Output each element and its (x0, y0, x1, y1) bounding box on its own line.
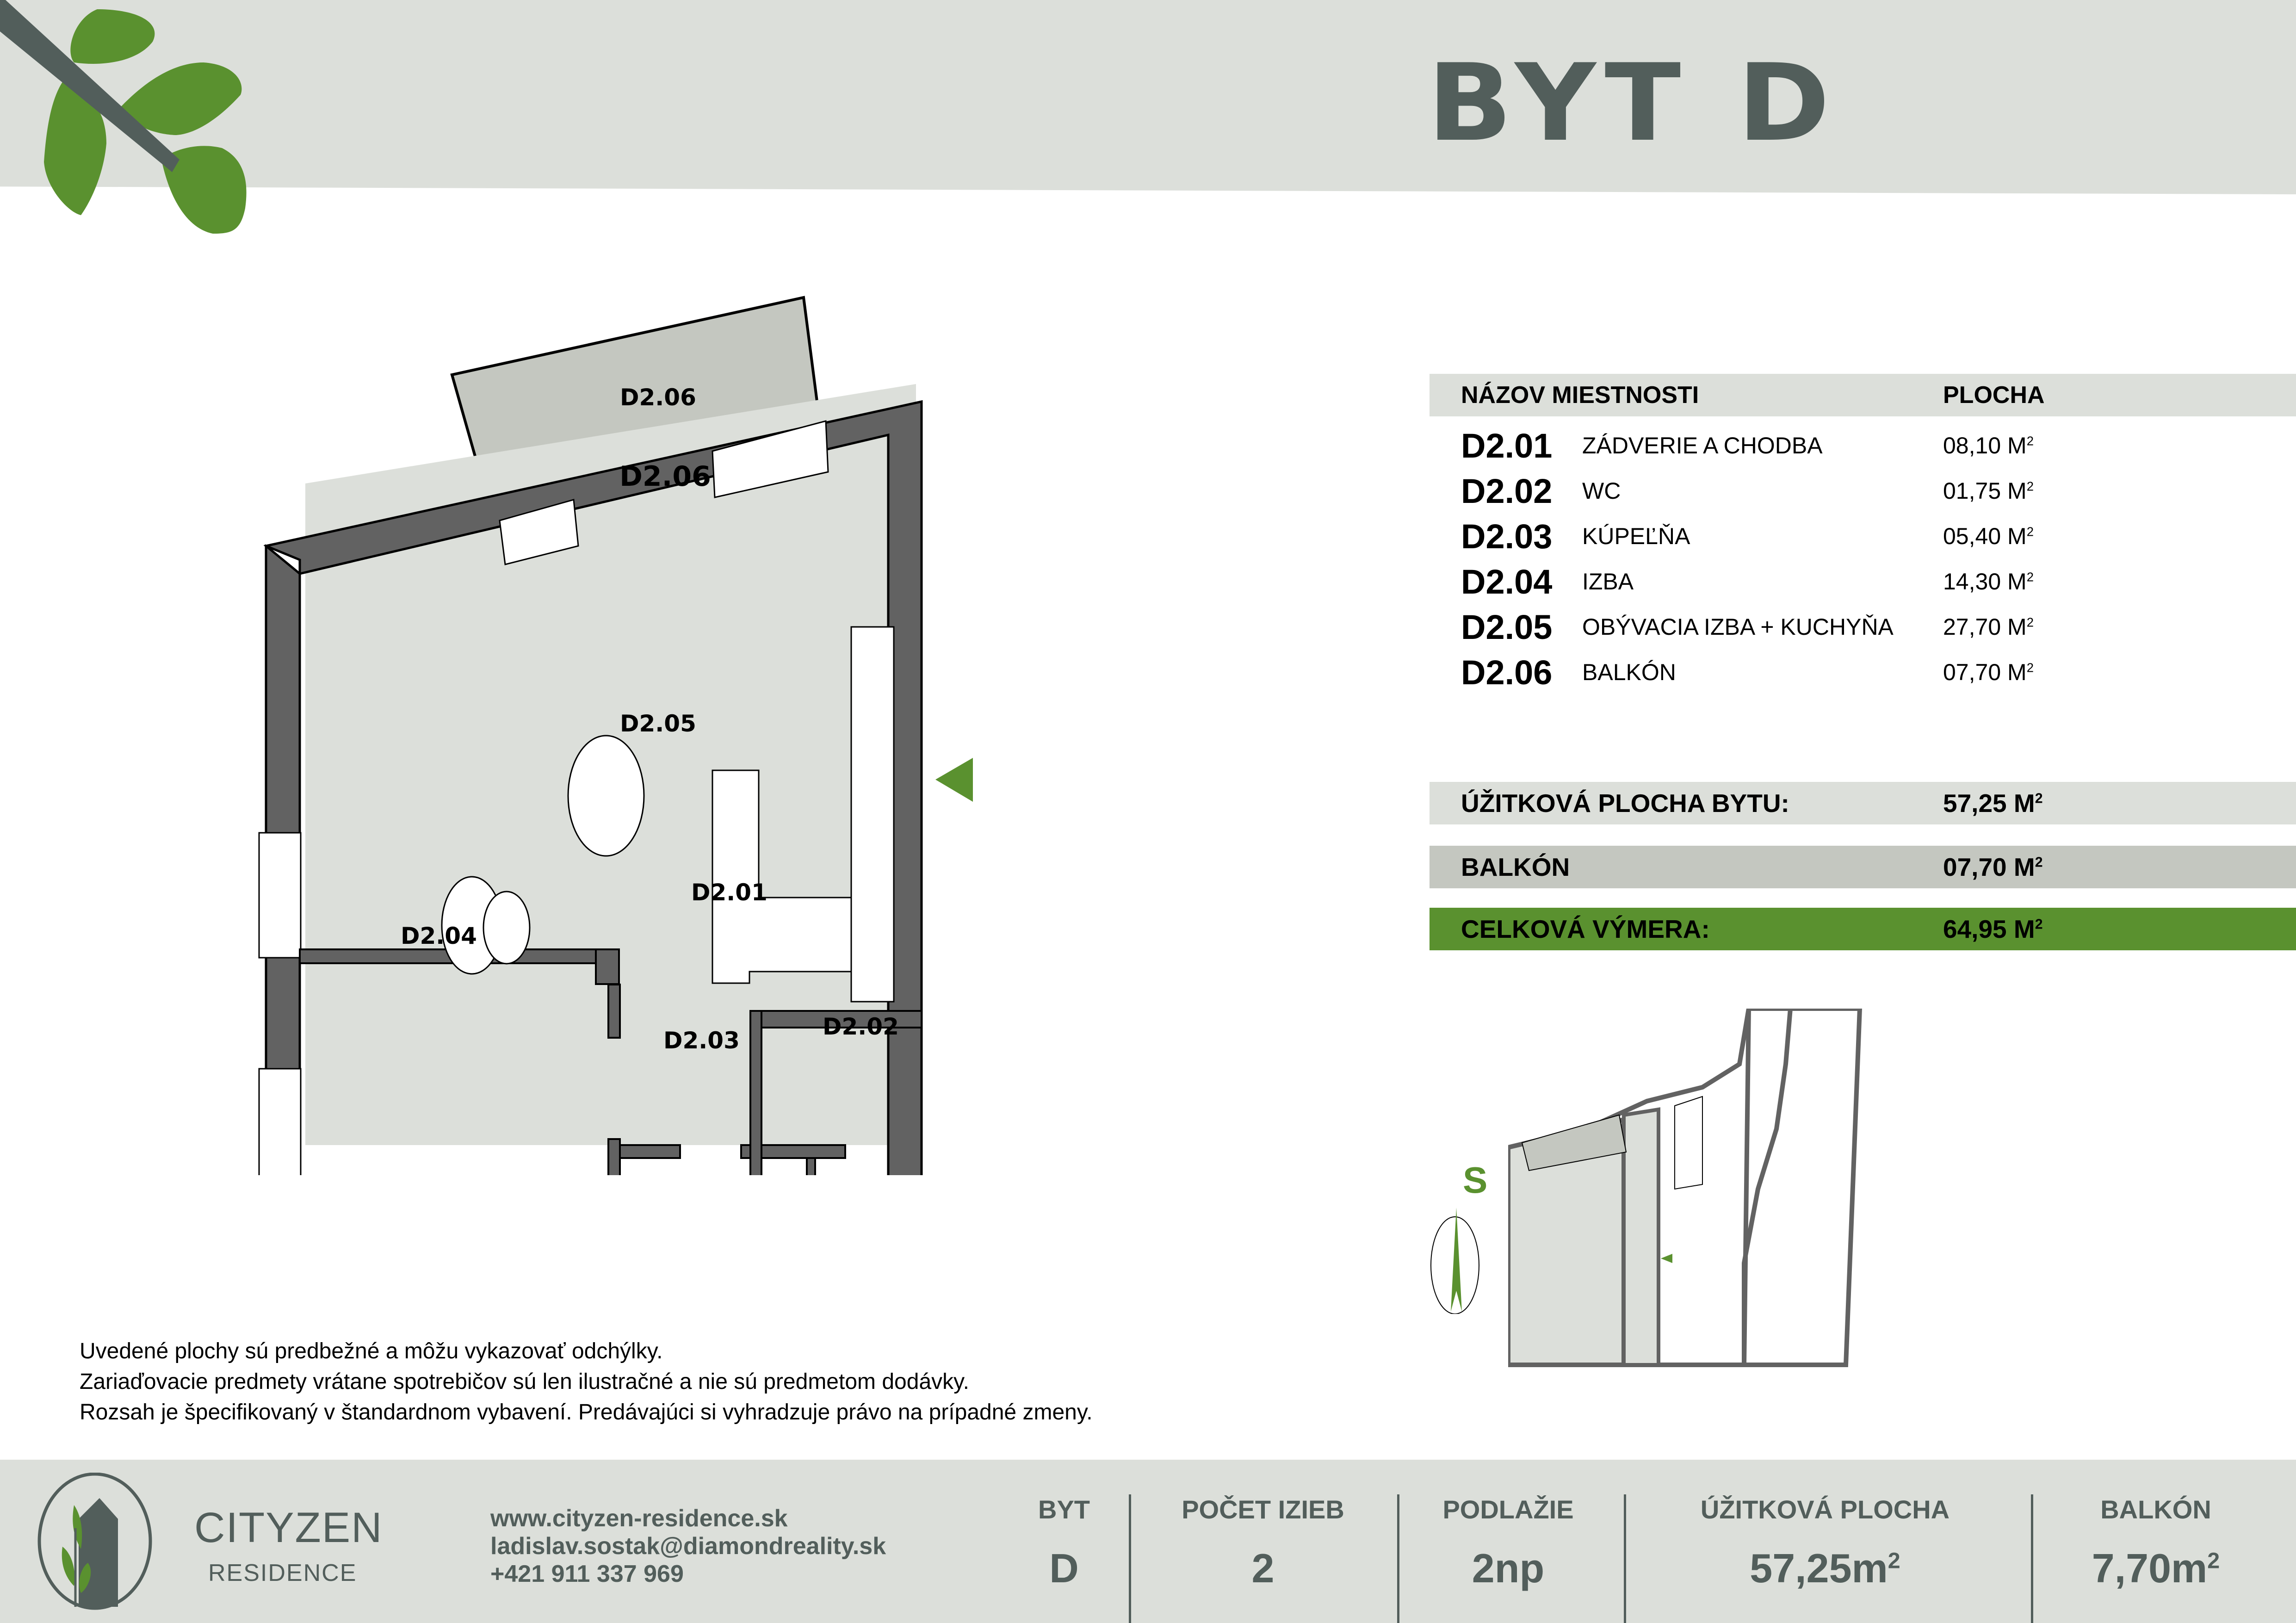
floor-plan: D2.06 (258, 296, 923, 1175)
room-area: 01,75 M2 (1943, 478, 2034, 504)
room-code: D2.05 (1461, 607, 1553, 646)
footer-col-value: 2 (1251, 1545, 1275, 1591)
total-area-value: 64,95 M2 (1943, 915, 2043, 943)
room-label-d206: D2.06 (620, 384, 696, 411)
footer-col-floor: PODLAŽIE 2np (1402, 1494, 1615, 1592)
footer-col-value: 57,25m2 (1750, 1545, 1900, 1591)
room-name: WC (1582, 478, 1621, 504)
room-name: KÚPEĽŇA (1582, 523, 1690, 549)
footer-band (0, 1460, 2296, 1623)
disclaimer-line: Rozsah je špecifikovaný v štandardnom vy… (80, 1400, 1093, 1425)
room-table-header: NÁZOV MIESTNOSTI PLOCHA (1430, 374, 2296, 416)
divider (1624, 1494, 1626, 1623)
website-link[interactable]: www.cityzen-residence.sk (490, 1505, 788, 1532)
disclaimer: Uvedené plochy sú predbežné a môžu vykaz… (80, 1336, 1093, 1428)
page-title: BYT D (1427, 42, 1839, 165)
leaf-branch-icon (0, 0, 247, 234)
disclaimer-line: Uvedené plochy sú predbežné a môžu vykaz… (80, 1339, 663, 1363)
table-row: D2.01 ZÁDVERIE A CHODBA 08,10 M2 (1430, 423, 2296, 468)
balcony-value: 07,70 M2 (1943, 853, 2043, 881)
compass-label: S (1463, 1159, 1488, 1201)
room-name: BALKÓN (1582, 659, 1676, 685)
table-row: D2.04 IZBA 14,30 M2 (1430, 559, 2296, 604)
table-row: D2.06 BALKÓN 07,70 M2 (1430, 650, 2296, 695)
room-label-d201: D2.01 (691, 879, 767, 906)
room-code: D2.03 (1461, 517, 1553, 556)
room-area: 27,70 M2 (1943, 614, 2034, 640)
label-d206: D2.06 (619, 460, 711, 493)
room-name: OBÝVACIA IZBA + KUCHYŇA (1582, 614, 1894, 640)
usable-area-value: 57,25 M2 (1943, 789, 2043, 818)
table-row: D2.02 WC 01,75 M2 (1430, 468, 2296, 514)
footer-col-value: 7,70m2 (2092, 1545, 2220, 1591)
footer-col-rooms: POČET IZIEB 2 (1133, 1494, 1392, 1592)
room-code: D2.04 (1461, 562, 1553, 601)
footer-col-value: 2np (1472, 1545, 1545, 1591)
footer-col-head: POČET IZIEB (1182, 1495, 1344, 1524)
brand-subtitle: RESIDENCE (208, 1560, 357, 1586)
col-area-header: PLOCHA (1943, 382, 2045, 409)
room-code: D2.06 (1461, 653, 1553, 692)
room-name: ZÁDVERIE A CHODBA (1582, 433, 1823, 458)
table-row: D2.05 OBÝVACIA IZBA + KUCHYŇA 27,70 M2 (1430, 604, 2296, 650)
divider (1129, 1494, 1131, 1623)
brand-name: CITYZEN (194, 1504, 383, 1551)
room-area: 14,30 M2 (1943, 569, 2034, 595)
footer-col-usable-area: ÚŽITKOVÁ PLOCHA 57,25m2 (1628, 1494, 2022, 1592)
table-row: D2.03 KÚPEĽŇA 05,40 M2 (1430, 514, 2296, 559)
divider (1397, 1494, 1399, 1623)
footer-col-value: D (1049, 1545, 1079, 1591)
room-label-d204: D2.04 (401, 923, 477, 949)
header-band (0, 0, 2296, 194)
footer-col-head: PODLAŽIE (1442, 1495, 1574, 1524)
col-name-header: NÁZOV MIESTNOSTI (1461, 382, 1699, 409)
room-area: 05,40 M2 (1943, 523, 2034, 549)
compass-icon (1430, 1208, 1479, 1314)
room-label-d205: D2.05 (620, 710, 696, 737)
room-table: NÁZOV MIESTNOSTI PLOCHA D2.01 ZÁDVERIE A… (1430, 374, 2296, 695)
cityzen-logo-icon (37, 1473, 152, 1610)
total-area-label: CELKOVÁ VÝMERA: (1461, 915, 1710, 943)
footer-col-balcony: BALKÓN 7,70m2 (2036, 1494, 2276, 1592)
footer-col-head: BYT (1038, 1495, 1090, 1524)
balcony-row: BALKÓN 07,70 M2 (1430, 846, 2296, 888)
room-code: D2.01 (1461, 426, 1553, 465)
footer-col-byt: BYT D (1022, 1494, 1106, 1592)
usable-area-row: ÚŽITKOVÁ PLOCHA BYTU: 57,25 M2 (1430, 782, 2296, 824)
email-link[interactable]: ladislav.sostak@diamondreality.sk (490, 1533, 886, 1560)
room-name: IZBA (1582, 569, 1634, 595)
usable-area-label: ÚŽITKOVÁ PLOCHA BYTU: (1461, 789, 1789, 818)
key-plan (1508, 1009, 1863, 1367)
footer-col-head: ÚŽITKOVÁ PLOCHA (1700, 1495, 1950, 1524)
phone-number: +421 911 337 969 (490, 1561, 684, 1587)
room-area: 07,70 M2 (1943, 659, 2034, 685)
footer-col-head: BALKÓN (2100, 1495, 2211, 1524)
total-area-row: CELKOVÁ VÝMERA: 64,95 M2 (1430, 908, 2296, 950)
disclaimer-line: Zariaďovacie predmety vrátane spotrebičo… (80, 1369, 969, 1394)
divider (2031, 1494, 2033, 1623)
balcony-label: BALKÓN (1461, 853, 1570, 881)
room-label-d202: D2.02 (823, 1013, 899, 1040)
room-label-d203: D2.03 (663, 1027, 740, 1054)
entrance-arrow-icon (935, 758, 973, 802)
room-code: D2.02 (1461, 471, 1553, 510)
room-area: 08,10 M2 (1943, 433, 2034, 458)
